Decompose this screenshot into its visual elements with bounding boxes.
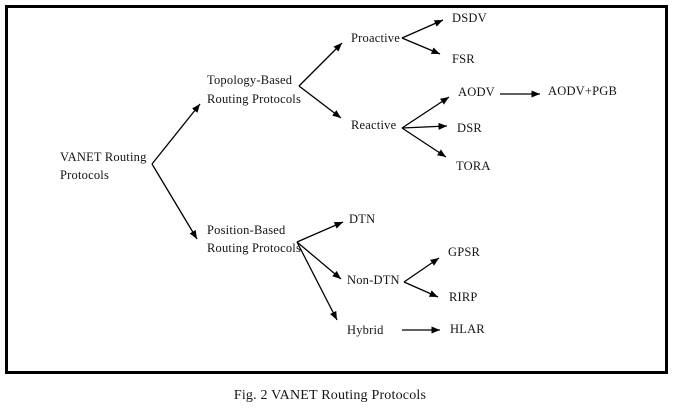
diagram-border — [5, 5, 668, 374]
node-aodv: AODV — [458, 85, 495, 99]
edge-reactive-dsr — [401, 122, 448, 130]
node-tora: TORA — [456, 159, 491, 173]
node-dsr: DSR — [457, 121, 482, 135]
edge-proactive-dsdv — [401, 19, 444, 39]
node-topology-based: Topology-Based Routing Protocols — [207, 71, 301, 109]
node-hlar: HLAR — [450, 322, 485, 336]
node-vanet-line1: VANET Routing — [60, 150, 147, 164]
node-topology-line2: Routing Protocols — [207, 92, 302, 106]
node-gpsr: GPSR — [448, 245, 481, 259]
node-non-dtn: Non-DTN — [347, 273, 400, 287]
node-topology-line1: Topology-Based — [207, 73, 293, 87]
node-position-based: Position-Based Routing Protocols — [207, 221, 301, 257]
node-hybrid: Hybrid — [347, 323, 384, 337]
node-vanet-routing-protocols: VANET Routing Protocols — [60, 148, 147, 184]
node-rirp: RIRP — [449, 290, 478, 304]
node-dtn: DTN — [349, 212, 376, 226]
node-proactive: Proactive — [351, 31, 401, 45]
edge-position-dtn — [296, 221, 344, 243]
edge-topology-reactive — [298, 85, 342, 119]
node-aodv-pgb: AODV+PGB — [548, 84, 618, 98]
edge-topology-proactive — [298, 42, 343, 87]
node-position-line2: Routing Protocols — [207, 241, 302, 255]
node-reactive: Reactive — [351, 118, 397, 132]
edge-root-topology — [151, 103, 201, 165]
node-vanet-line2: Protocols — [60, 168, 110, 182]
edge-reactive-aodv — [401, 96, 450, 129]
edge-proactive-fsr — [401, 37, 441, 55]
edge-reactive-tora — [401, 127, 447, 158]
node-position-line1: Position-Based — [207, 223, 286, 237]
node-dsdv: DSDV — [452, 11, 487, 25]
edge-position-nondtn — [296, 241, 342, 280]
edge-nondtn-rirp — [403, 281, 439, 298]
edge-position-hybrid — [296, 241, 338, 321]
edge-nondtn-gpsr — [403, 257, 440, 283]
figure-caption: Fig. 2 VANET Routing Protocols — [233, 388, 427, 403]
node-fsr: FSR — [452, 52, 475, 66]
edge-root-position — [151, 163, 198, 240]
